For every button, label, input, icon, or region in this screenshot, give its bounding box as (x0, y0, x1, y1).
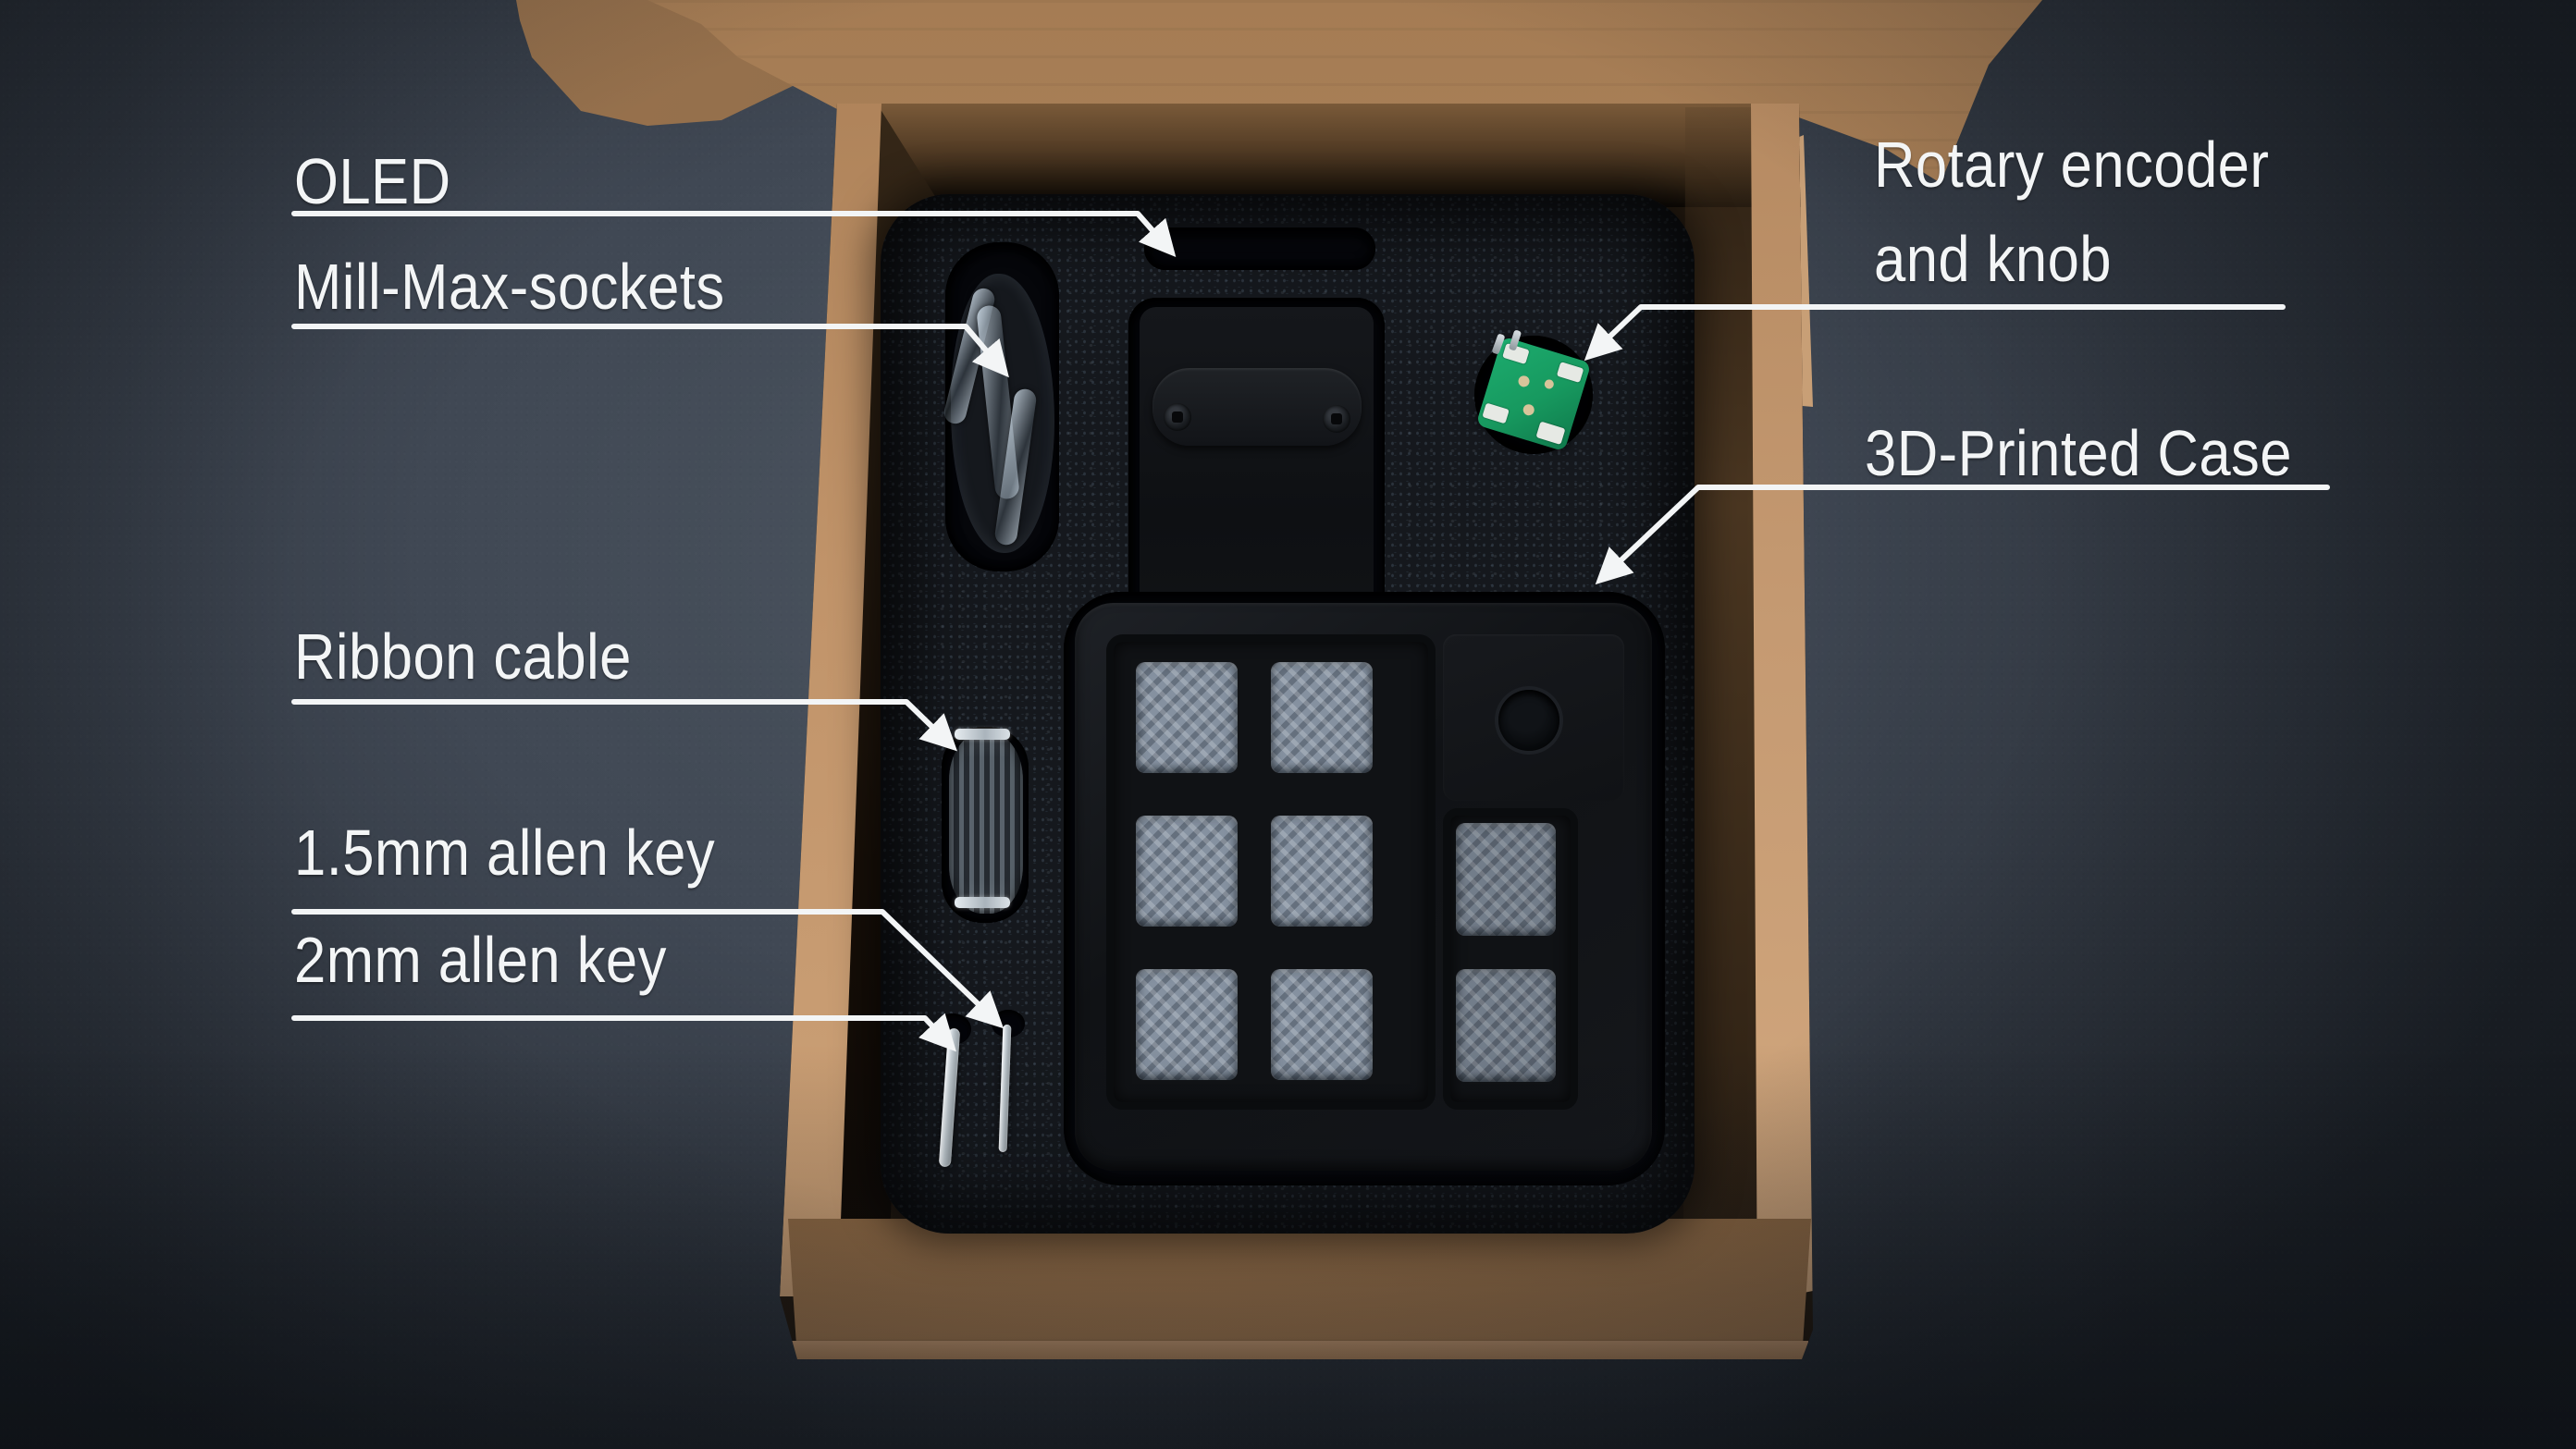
ribbon-cable-pins-top (955, 729, 1010, 740)
pcb-pad-dot (1522, 402, 1536, 417)
pcb-pad (1482, 402, 1510, 424)
label-rotary-encoder-line2: and knob (1874, 222, 2113, 295)
keycap (1136, 662, 1238, 773)
side-keycap-frame (1443, 808, 1578, 1110)
label-mill-max-sockets: Mill-Max-sockets (294, 251, 725, 323)
label-3d-printed-case: 3D-Printed Case (1865, 417, 2292, 489)
macropad-3d-printed-case (1075, 603, 1652, 1171)
label-oled: OLED (294, 145, 451, 217)
ribbon-cable-pins-bottom (955, 897, 1010, 908)
allen-key-2mm (938, 1027, 961, 1168)
label-rotary-encoder: Rotary encoder and knob (1874, 118, 2269, 306)
oled-slot (1144, 227, 1375, 270)
pcb-pad-dot (1517, 374, 1532, 388)
label-allen-key-2mm: 2mm allen key (294, 924, 667, 996)
keycap (1456, 823, 1556, 936)
cover-screw (1323, 405, 1350, 433)
keycap (1136, 969, 1238, 1080)
knob-hole (1498, 690, 1559, 751)
allen-key-1-5mm (998, 1024, 1012, 1153)
keycap (1271, 662, 1373, 773)
keycap (1271, 816, 1373, 927)
keycap-grid-frame (1106, 634, 1436, 1110)
foam-insert (881, 194, 1695, 1234)
rotary-encoder-pcb (1475, 336, 1592, 452)
box-wall-far (795, 104, 1813, 207)
ribbon-cable-roll (949, 732, 1023, 914)
keycap (1456, 969, 1556, 1082)
box-front-lip (791, 1341, 1808, 1359)
case-cutout (1064, 592, 1665, 1185)
label-rotary-encoder-line1: Rotary encoder (1874, 129, 2270, 201)
rotary-encoder-cutout (1474, 329, 1593, 454)
knob-panel (1443, 634, 1624, 801)
pcb-pad (1556, 362, 1584, 384)
label-ribbon-cable: Ribbon cable (294, 620, 632, 693)
cover-screw (1164, 403, 1191, 431)
pcb-pad-dot (1543, 378, 1556, 390)
keycap (1271, 969, 1373, 1080)
pcb-pad (1535, 421, 1566, 445)
label-allen-key-1-5mm: 1.5mm allen key (294, 817, 716, 889)
keycap (1136, 816, 1238, 927)
